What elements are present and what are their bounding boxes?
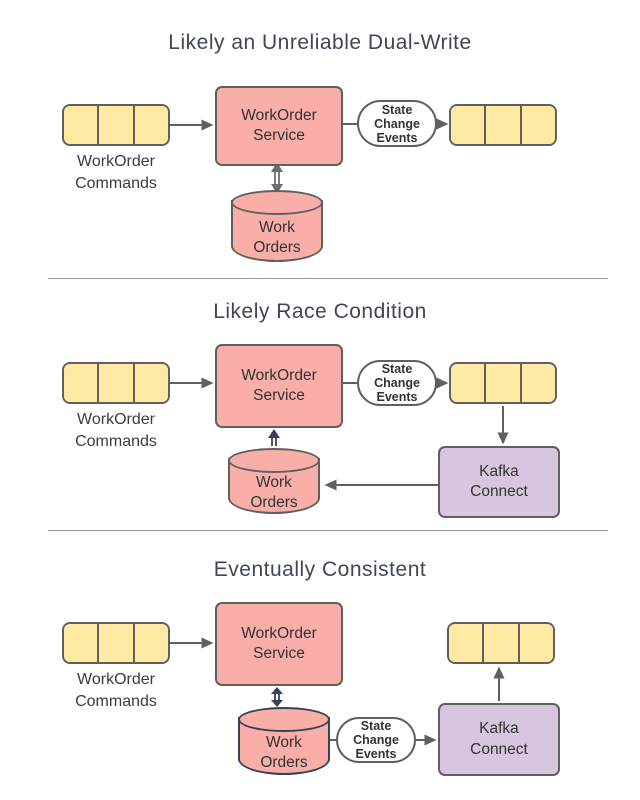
queue-cell: [482, 624, 518, 662]
kafka-connect-box-2: Kafka Connect: [438, 446, 560, 518]
queue-cell: [64, 624, 98, 662]
workorder-service-box-2: WorkOrder Service: [215, 344, 343, 428]
queue-cell: [64, 106, 98, 144]
queue-cell: [97, 364, 133, 402]
work-orders-label-2: Work Orders: [250, 473, 298, 511]
queue-cell: [519, 364, 555, 402]
queue-cell: [64, 364, 98, 402]
work-orders-label-3: Work Orders: [260, 733, 308, 771]
workorder-commands-label-2: WorkOrder Commands: [75, 411, 157, 450]
cylinder-top-ellipse: [231, 190, 323, 215]
queue-cell: [449, 624, 483, 662]
events-topic-queue-3: [447, 622, 555, 664]
section-2-title: Likely Race Condition: [213, 300, 427, 323]
work-orders-datastore-3: Work Orders: [238, 707, 330, 775]
workorder-service-box-3: WorkOrder Service: [215, 602, 343, 686]
queue-cell: [519, 106, 555, 144]
section-divider-2: [48, 530, 608, 531]
cylinder-top-ellipse: [238, 707, 330, 732]
work-orders-datastore-2: Work Orders: [228, 448, 320, 514]
queue-cell: [132, 106, 168, 144]
events-topic-queue-1: [449, 104, 557, 146]
queue-cell: [132, 364, 168, 402]
queue-cell: [97, 624, 133, 662]
queue-cell: [97, 106, 133, 144]
workorder-commands-queue-1: [62, 104, 170, 146]
kafka-connect-box-3: Kafka Connect: [438, 703, 560, 776]
events-topic-queue-2: [449, 362, 557, 404]
queue-cell: [451, 364, 485, 402]
queue-cell: [484, 364, 520, 402]
queue-cell: [451, 106, 485, 144]
state-change-events-oval-3: State Change Events: [336, 717, 416, 763]
state-change-events-oval-1: State Change Events: [357, 100, 437, 147]
workorder-service-box-1: WorkOrder Service: [215, 86, 343, 166]
workorder-commands-label-3: WorkOrder Commands: [75, 671, 157, 710]
queue-cell: [132, 624, 168, 662]
workorder-commands-queue-3: [62, 622, 170, 664]
work-orders-datastore-1: Work Orders: [231, 190, 323, 262]
state-change-events-oval-2: State Change Events: [357, 360, 437, 406]
section-divider-1: [48, 278, 608, 279]
section-1-title: Likely an Unreliable Dual-Write: [168, 31, 472, 54]
queue-cell: [517, 624, 553, 662]
queue-cell: [484, 106, 520, 144]
cylinder-top-ellipse: [228, 448, 320, 473]
section-3-title: Eventually Consistent: [213, 558, 427, 581]
work-orders-label-1: Work Orders: [253, 218, 301, 256]
workorder-commands-label-1: WorkOrder Commands: [75, 153, 157, 192]
workorder-commands-queue-2: [62, 362, 170, 404]
